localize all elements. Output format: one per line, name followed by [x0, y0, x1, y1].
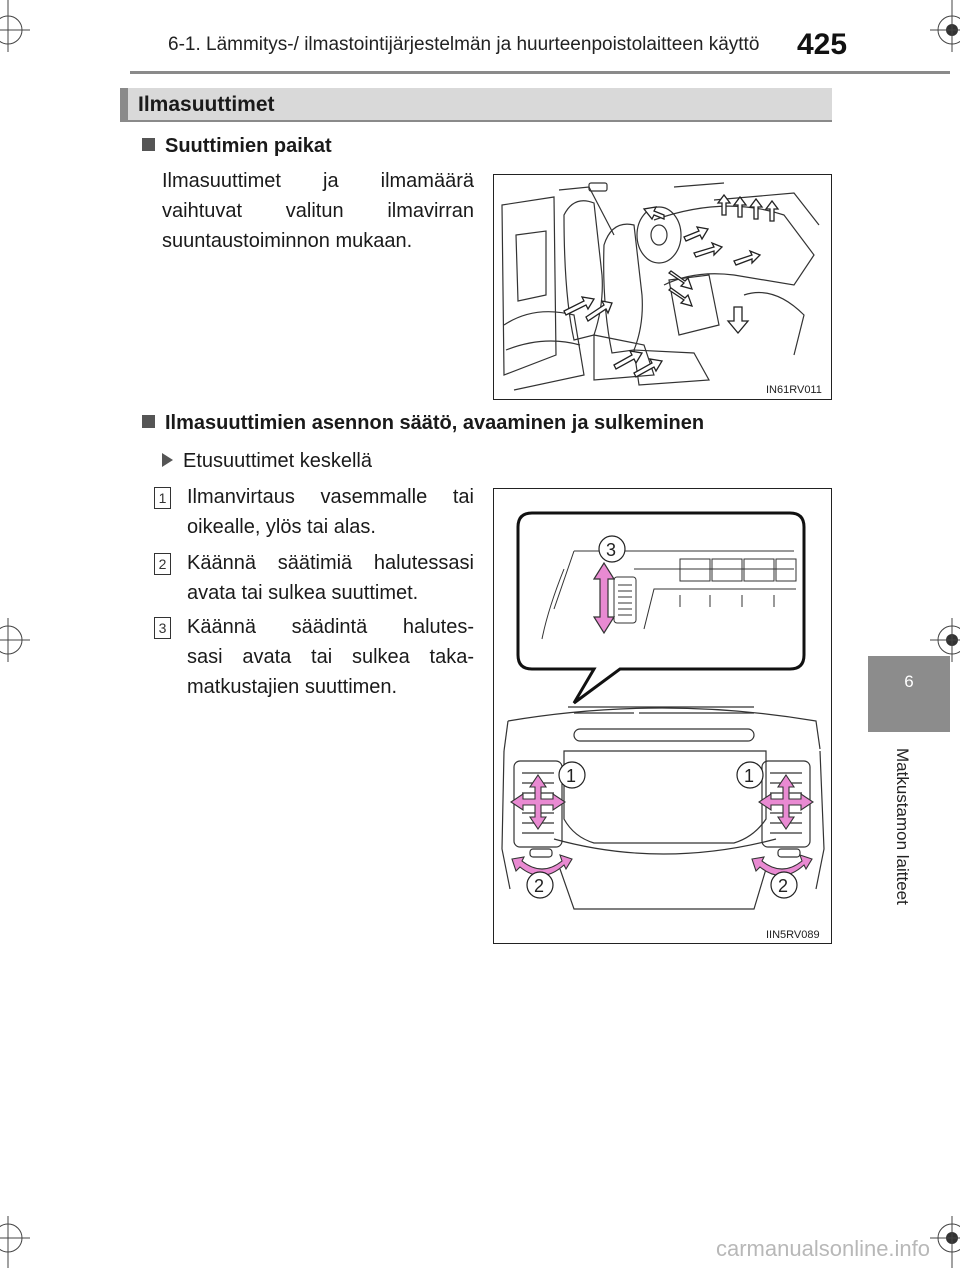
- registration-mark-icon: [0, 618, 30, 662]
- callout-label: 2: [534, 876, 544, 896]
- callout-label: 1: [744, 766, 754, 786]
- cabin-interior-illustration: [501, 182, 820, 391]
- bullet-front-center-vents: Etusuuttimet keskellä: [162, 446, 372, 476]
- vent-locations-text: Ilmasuuttimet ja ilmamäärä vaihtuvat val…: [162, 166, 474, 256]
- callout-label: 3: [606, 540, 616, 560]
- chapter-tab: [868, 656, 950, 732]
- subheading-text: Suuttimien paikat: [165, 135, 332, 157]
- subheading-text: Ilmasuuttimien asennon säätö, avaaminen …: [165, 412, 705, 434]
- registration-mark-icon: [930, 1216, 960, 1268]
- center-vents-illustration: 3: [501, 511, 825, 910]
- registration-mark-icon: [0, 0, 30, 52]
- callout-label: 2: [778, 876, 788, 896]
- text-line: matkustajien suuttimen.: [187, 676, 398, 698]
- callout-label: 1: [566, 766, 576, 786]
- step-number: 1: [154, 487, 171, 509]
- step-number: 2: [154, 553, 171, 575]
- registration-mark-icon: [930, 618, 960, 662]
- subheading-vent-adjustment: Ilmasuuttimien asennon säätö, avaaminen …: [142, 412, 704, 435]
- text-line: Ilmanvirtaus vasemmalle tai: [187, 486, 474, 508]
- section-bar: [120, 88, 832, 122]
- subheading-vent-locations: Suuttimien paikat: [142, 135, 332, 158]
- step-1-text: Ilmanvirtaus vasemmalle tai oikealle, yl…: [187, 482, 474, 542]
- text-line: Käännä säädintä halutes-: [187, 616, 474, 638]
- header-divider: [130, 71, 950, 74]
- text-line: oikealle, ylös tai alas.: [187, 516, 376, 538]
- text-line: sasi avata tai sulkea taka-: [187, 646, 474, 668]
- header-title: 6-1. Lämmitys-/ ilmastointijärjestelmän …: [168, 34, 760, 55]
- bullet-text: Etusuuttimet keskellä: [183, 450, 372, 472]
- text-line: vaihtuvat valitun ilmavirran: [162, 200, 474, 222]
- step-number: 3: [154, 617, 171, 639]
- step-3-text: Käännä säädintä halutes- sasi avata tai …: [187, 612, 474, 702]
- registration-mark-icon: [0, 1216, 30, 1268]
- figure-code: IN61RV011: [766, 384, 822, 396]
- figure-center-vents: 3: [493, 488, 832, 944]
- text-line: avata tai sulkea suuttimet.: [187, 582, 419, 604]
- square-bullet-icon: [142, 138, 155, 151]
- page-number: 425: [797, 28, 848, 61]
- figure-code: IIN5RV089: [766, 929, 820, 941]
- step-2-text: Käännä säätimiä halutessasi avata tai su…: [187, 548, 474, 608]
- footer-watermark: carmanualsonline.info: [716, 1236, 931, 1261]
- section-title: Ilmasuuttimet: [138, 93, 275, 116]
- registration-mark-icon: [930, 0, 960, 52]
- square-bullet-icon: [142, 415, 155, 428]
- chapter-number: 6: [904, 672, 914, 691]
- figure-vent-locations: IN61RV011: [493, 174, 832, 400]
- text-line: Ilmasuuttimet ja ilmamäärä: [162, 170, 474, 192]
- text-line: suuntaustoiminnon mukaan.: [162, 230, 413, 252]
- triangle-bullet-icon: [162, 453, 173, 467]
- text-line: Käännä säätimiä halutessasi: [187, 552, 474, 574]
- chapter-label: Matkustamon laitteet: [893, 748, 912, 905]
